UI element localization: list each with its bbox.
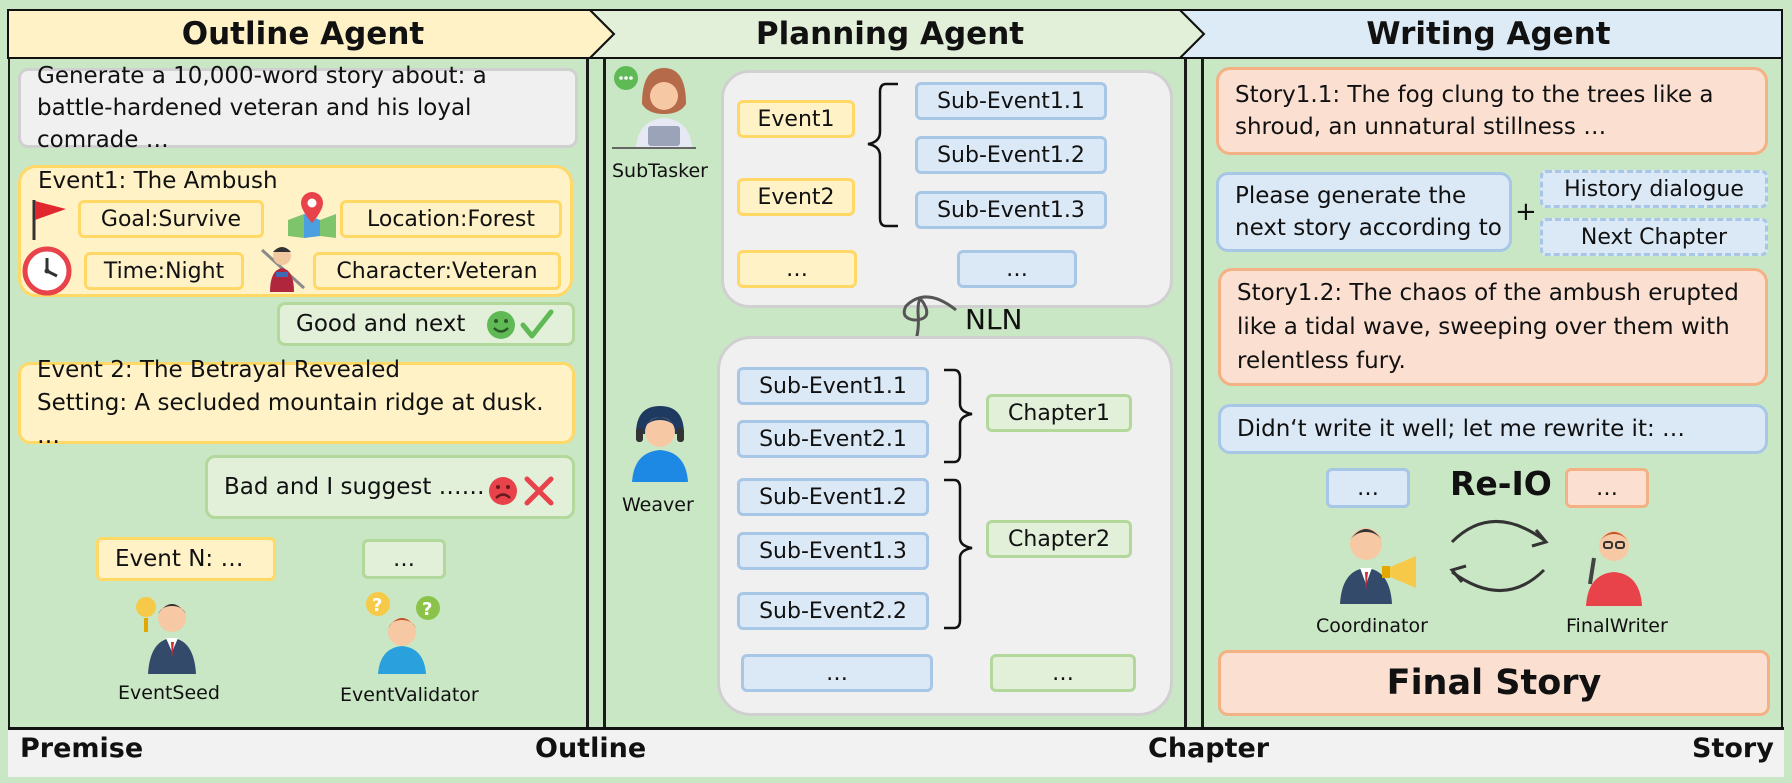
final-story-box: Final Story (1218, 650, 1770, 716)
finalwriter-ellipsis-box: … (1565, 468, 1649, 508)
sub-event-1-1-node: Sub-Event1.1 (915, 82, 1107, 120)
event1-node: Event1 (737, 100, 855, 138)
finalwriter-person-icon (1586, 531, 1642, 606)
eventN-box: Event N: … (96, 537, 276, 581)
weave-chapter-ellipsis: … (990, 654, 1136, 692)
chapter2-node: Chapter2 (986, 520, 1132, 558)
smile-check-icon (487, 309, 554, 339)
clock-icon (22, 246, 72, 296)
map-location-icon (288, 192, 336, 238)
subtasker-person-icon (612, 66, 696, 149)
footer-outline: Outline (535, 733, 647, 764)
bad-feedback-box: Bad and I suggest …… (205, 455, 575, 519)
good-feedback-text: Good and next (296, 311, 466, 337)
planning-event-ellipsis: … (737, 250, 857, 288)
right-border (1781, 58, 1783, 727)
eventseed-person-icon (136, 597, 196, 674)
event2-node: Event2 (737, 178, 855, 216)
goal-tag: Goal:Survive (78, 200, 264, 238)
flag-icon (32, 200, 66, 240)
outline-agent-header: Outline Agent (181, 16, 425, 52)
weave-sub-event-1-2: Sub-Event1.2 (737, 478, 929, 516)
event2-setting: Setting: A secluded mountain ridge at du… (37, 389, 544, 449)
nln-label: NLN (965, 303, 1023, 336)
story-1-1-box: Story1.1: The fog clung to the trees lik… (1216, 67, 1768, 155)
separator-2a (1184, 58, 1187, 727)
plus-sign: + (1515, 197, 1537, 227)
svg-text:?: ? (422, 599, 432, 620)
weave-sub-event-2-1: Sub-Event2.1 (737, 420, 929, 458)
prompt-box: Please generate the next story according… (1216, 172, 1512, 252)
weave-sub-event-2-2: Sub-Event2.2 (737, 592, 929, 630)
decompose-brace (867, 82, 898, 228)
chapter1-node: Chapter1 (986, 394, 1132, 432)
time-tag: Time:Night (84, 252, 244, 290)
footer-bar (8, 727, 1784, 777)
finalwriter-label: FinalWriter (1566, 615, 1668, 637)
warrior-character-icon (260, 247, 306, 292)
history-dialogue-box: History dialogue (1540, 170, 1768, 208)
eventvalidator-label: EventValidator (340, 684, 479, 706)
event1-title: Event1: The Ambush (38, 168, 278, 194)
outline-ellipsis-box: … (362, 539, 446, 579)
coordinator-person-icon (1340, 528, 1416, 604)
eventseed-label: EventSeed (118, 682, 220, 704)
planning-agent-header: Planning Agent (755, 16, 1025, 52)
separator-1b (603, 58, 606, 727)
reio-label: Re-IO (1450, 464, 1552, 503)
re-io-cycle-arrows-icon (1449, 520, 1549, 592)
weave-sub-event-1-3: Sub-Event1.3 (737, 532, 929, 570)
chapter2-brace (944, 478, 973, 630)
sub-event-1-2-node: Sub-Event1.2 (915, 136, 1107, 174)
footer-premise: Premise (20, 733, 144, 764)
svg-text:?: ? (372, 595, 382, 616)
chapter1-brace (944, 368, 973, 464)
separator-2b (1201, 58, 1204, 727)
frown-cross-icon (489, 476, 554, 506)
header-band (7, 9, 1783, 59)
footer-story: Story (1692, 733, 1774, 764)
bad-feedback-text: Bad and I suggest …… (224, 474, 485, 500)
planning-subevent-ellipsis: … (957, 250, 1077, 288)
next-chapter-box: Next Chapter (1540, 218, 1768, 256)
coordinator-ellipsis-box: … (1326, 468, 1410, 508)
weave-sub-event-1-1: Sub-Event1.1 (737, 367, 929, 405)
weaver-label: Weaver (622, 494, 694, 516)
coordinator-label: Coordinator (1316, 615, 1428, 637)
event2-title: Event 2: The Betrayal Revealed (37, 356, 400, 383)
character-tag: Character:Veteran (313, 252, 561, 290)
weaver-person-icon (632, 406, 688, 482)
writing-agent-header: Writing Agent (1366, 16, 1611, 52)
separator-1a (586, 58, 589, 727)
event2-card: Event 2: The Betrayal Revealed Setting: … (18, 357, 575, 449)
sub-event-1-3-node: Sub-Event1.3 (915, 191, 1107, 229)
eventvalidator-person-icon: ? ? (366, 592, 440, 674)
footer-chapter: Chapter (1148, 733, 1270, 764)
location-tag: Location:Forest (340, 200, 562, 238)
rewrite-box: Didn‘t write it well; let me rewrite it:… (1218, 404, 1768, 454)
story-1-2-box: Story1.2: The chaos of the ambush erupte… (1218, 268, 1768, 386)
weave-subevent-ellipsis: … (741, 654, 933, 692)
subtasker-label: SubTasker (612, 160, 708, 182)
premise-box: Generate a 10,000-word story about: a ba… (18, 63, 578, 153)
left-border (8, 58, 10, 727)
